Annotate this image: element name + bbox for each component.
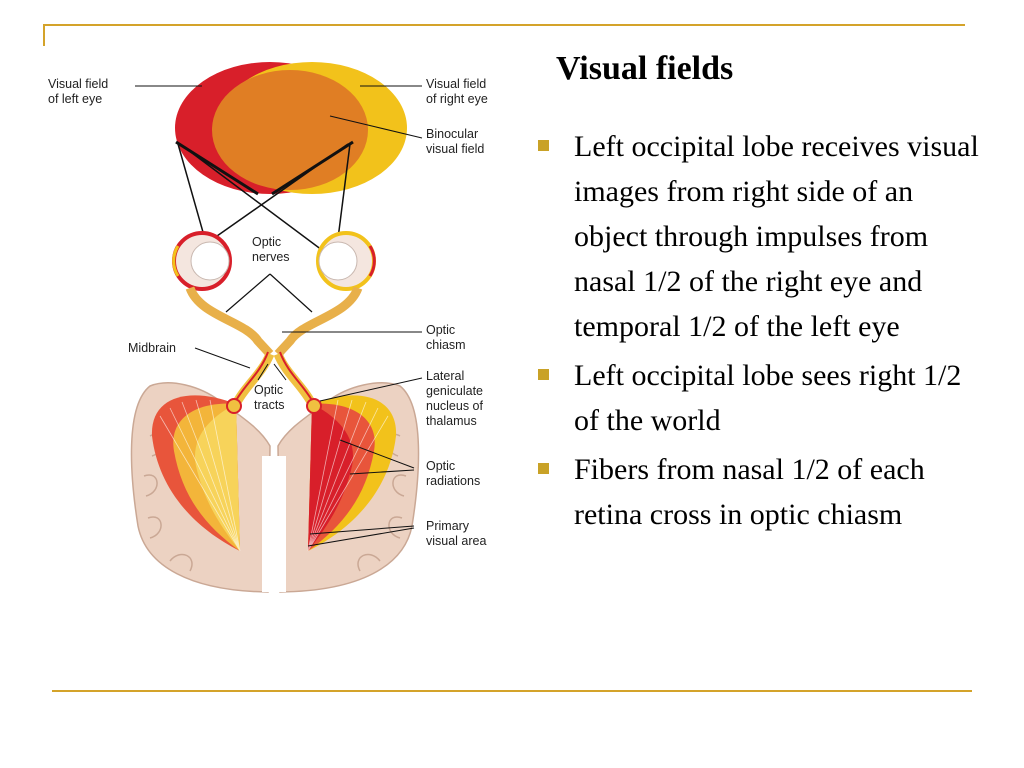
left-eye <box>174 233 230 289</box>
right-eye <box>318 233 374 289</box>
bullet-item: Fibers from nasal 1/2 of each retina cro… <box>536 447 986 537</box>
bullet-text: Fibers from nasal 1/2 of each retina cro… <box>574 453 925 531</box>
bullet-text: Left occipital lobe sees right 1/2 of th… <box>574 359 961 437</box>
bottom-rule <box>52 690 972 692</box>
top-rule <box>43 24 965 26</box>
left-optic-nerve <box>190 288 270 354</box>
bullet-item: Left occipital lobe sees right 1/2 of th… <box>536 353 986 443</box>
left-corner-rule <box>43 24 45 46</box>
slide-title: Visual fields <box>556 50 733 88</box>
binocular-visual-field <box>212 70 368 190</box>
bullet-list: Left occipital lobe receives visual imag… <box>536 124 986 541</box>
bullet-text: Left occipital lobe receives visual imag… <box>574 130 979 343</box>
square-bullet-icon <box>538 463 549 474</box>
bullet-item: Left occipital lobe receives visual imag… <box>536 124 986 349</box>
label-midbrain: Midbrain <box>128 341 176 355</box>
left-lgn <box>227 399 241 413</box>
square-bullet-icon <box>538 140 549 151</box>
right-optic-nerve <box>278 288 358 354</box>
right-lgn <box>307 399 321 413</box>
square-bullet-icon <box>538 369 549 380</box>
